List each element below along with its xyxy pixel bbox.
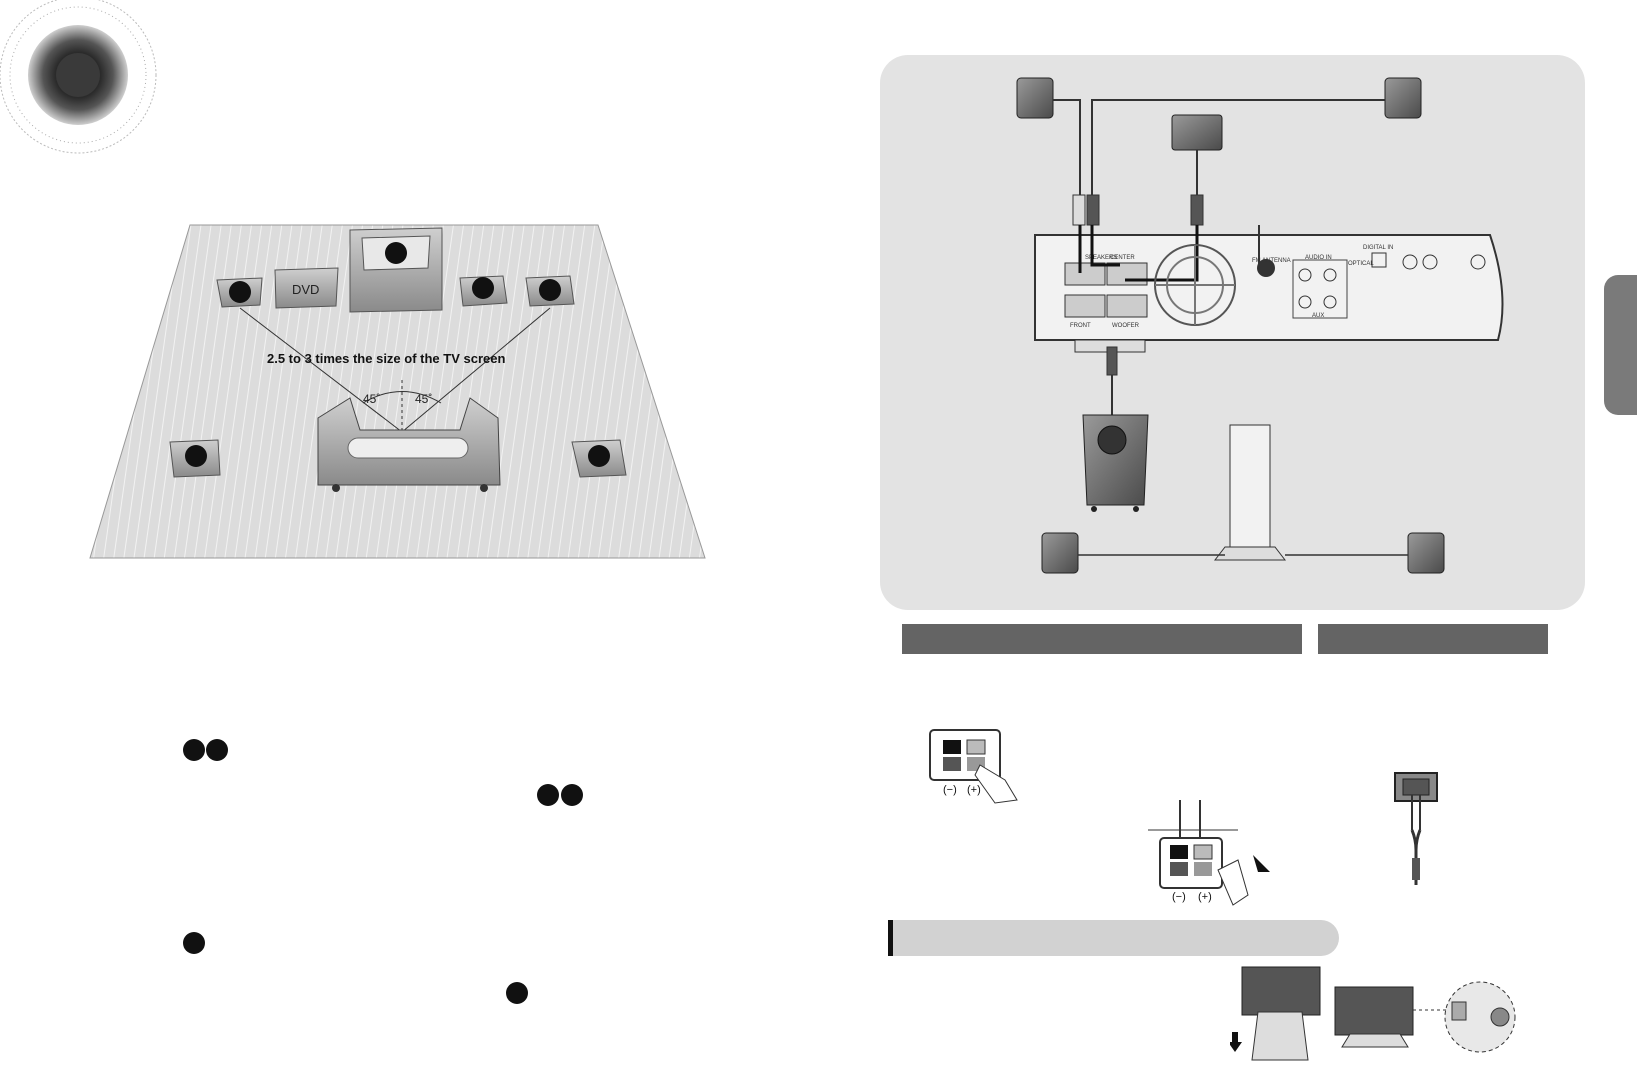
rear-right-speaker-icon — [1407, 532, 1445, 574]
tv-stand-illustrations — [1230, 966, 1516, 1061]
svg-text:FRONT: FRONT — [1070, 323, 1091, 329]
center-speaker-icon — [1171, 114, 1223, 151]
speaker-terminal-press-illustration: (−) (+) — [929, 729, 1018, 804]
svg-text:DIGITAL IN: DIGITAL IN — [1363, 245, 1393, 251]
svg-text:(+): (+) — [967, 784, 981, 796]
reference-dot — [537, 784, 559, 806]
subsection-header-bar — [888, 920, 1339, 956]
front-left-speaker-icon — [229, 281, 251, 303]
front-right-speaker-icon — [1384, 77, 1422, 119]
svg-text:FM ANTENNA: FM ANTENNA — [1252, 258, 1291, 264]
svg-text:OPTICAL: OPTICAL — [1348, 261, 1374, 267]
rear-right-speaker-icon — [588, 445, 610, 467]
center-speaker-icon — [385, 242, 407, 264]
svg-text:(+): (+) — [1198, 891, 1212, 903]
svg-text:AUX: AUX — [1312, 313, 1324, 319]
rear-left-speaker-icon — [185, 445, 207, 467]
svg-text:SPEAKERS: SPEAKERS — [1085, 255, 1117, 261]
reference-dot — [183, 932, 205, 954]
front-right-speaker-icon — [472, 277, 494, 299]
front-right-outer-speaker-icon — [539, 279, 561, 301]
section-side-tab — [1604, 275, 1637, 415]
distance-label: 2.5 to 3 times the size of the TV screen — [267, 351, 505, 366]
speaker-wire-insert-illustration: (−) (+) — [1148, 800, 1270, 906]
svg-text:AUDIO IN: AUDIO IN — [1305, 255, 1332, 261]
speaker-placement-diagram: DVD 2.5 to 3 times the size of the TV sc… — [89, 224, 706, 559]
speaker-emblem-icon — [0, 0, 157, 154]
front-left-speaker-icon — [1016, 77, 1054, 119]
reference-dot — [506, 982, 528, 1004]
rear-left-speaker-icon — [1041, 532, 1079, 574]
svg-text:CENTER: CENTER — [1110, 255, 1135, 261]
reference-dot — [206, 739, 228, 761]
speaker-connector-illustration — [1394, 772, 1438, 885]
subwoofer-icon — [1097, 425, 1127, 455]
svg-text:(−): (−) — [1172, 891, 1186, 903]
dvd-label: DVD — [292, 282, 319, 297]
angle-right-label: 45˚ — [415, 392, 432, 406]
reference-dot — [183, 739, 205, 761]
svg-text:WOOFER: WOOFER — [1112, 323, 1140, 329]
section-header-bar-right — [1318, 624, 1548, 654]
angle-left-label: 45˚ — [363, 392, 380, 406]
svg-text:(−): (−) — [943, 784, 957, 796]
section-header-bar-left — [902, 624, 1302, 654]
antenna-icon — [1257, 259, 1275, 277]
reference-dot — [561, 784, 583, 806]
rear-panel-wiring-diagram: SPEAKERS CENTER FRONT WOOFER FM ANTENNA … — [1016, 77, 1504, 574]
